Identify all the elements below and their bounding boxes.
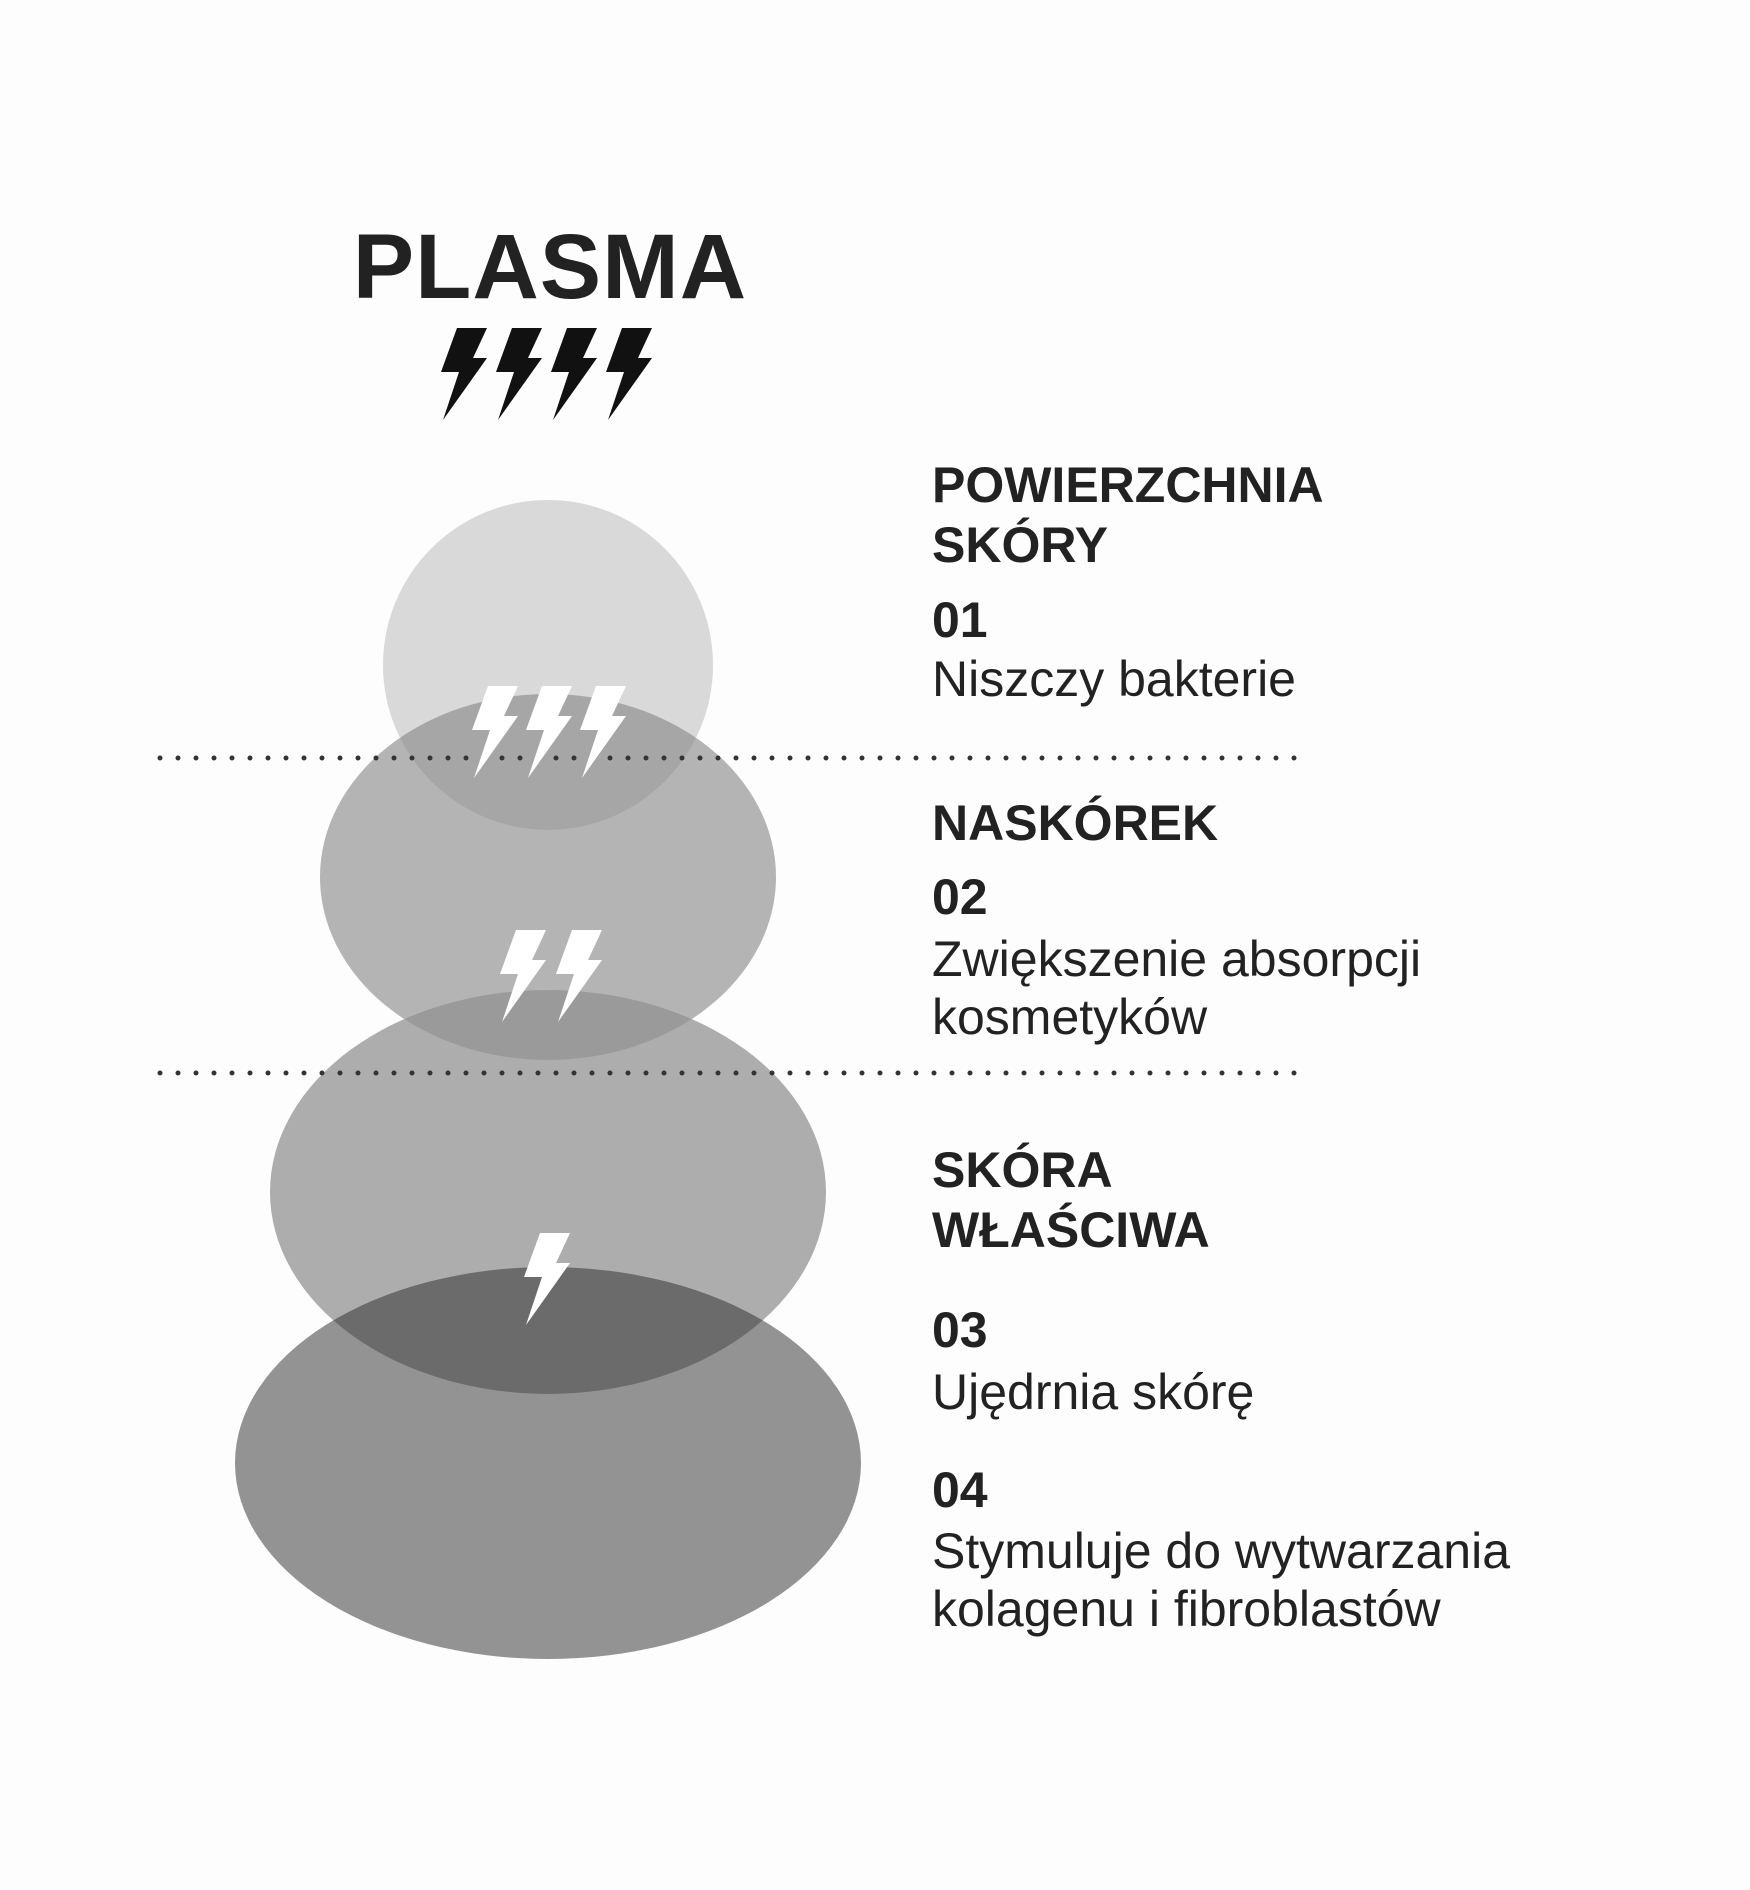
layer-2-name: NASKÓREK bbox=[932, 795, 1219, 851]
effect-number-03: 03 bbox=[932, 1302, 988, 1358]
layer-1-name: POWIERZCHNIA SKÓRY bbox=[932, 457, 1324, 573]
effect-text-04: Stymuluje do wytwarzania kolagenu i fibr… bbox=[932, 1523, 1511, 1637]
ellipse-layer-2 bbox=[320, 694, 776, 1060]
effect-text-01: Niszczy bakterie bbox=[932, 651, 1296, 707]
ellipse-layer-4 bbox=[235, 1267, 861, 1659]
diagram-title: PLASMA bbox=[352, 216, 748, 318]
overlap-region-1-2 bbox=[383, 694, 713, 830]
effect-number-01: 01 bbox=[932, 592, 988, 648]
effect-text-03: Ujędrnia skórę bbox=[932, 1364, 1255, 1420]
effect-number-04: 04 bbox=[932, 1462, 988, 1518]
effect-number-02: 02 bbox=[932, 869, 988, 925]
layer-3-name: SKÓRA WŁAŚCIWA bbox=[932, 1142, 1210, 1258]
effect-text-02: Zwiększenie absorpcji kosmetyków bbox=[932, 931, 1422, 1045]
